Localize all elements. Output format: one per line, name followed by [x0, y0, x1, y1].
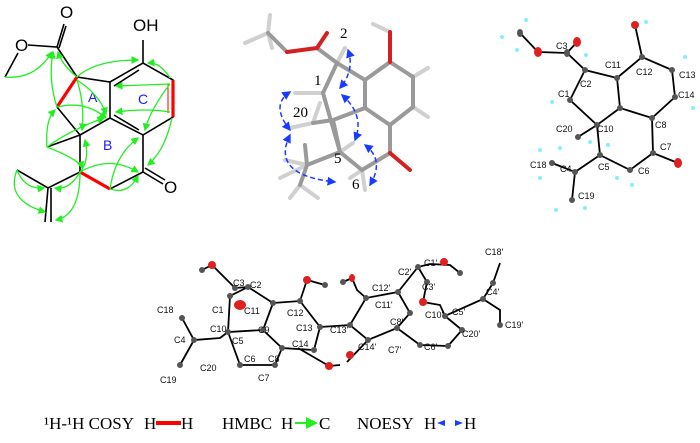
legend-hmbc-label: HMBC	[222, 414, 272, 433]
dimer-label-c5: C5	[232, 336, 244, 346]
dimer-label-c1p: C1'	[424, 258, 438, 268]
noesy-label-20: 20	[293, 105, 308, 121]
ortep-label-c5: C5	[598, 162, 610, 172]
dimer-label-c1: C1	[212, 305, 224, 315]
ortep-label-c2: C2	[580, 79, 592, 89]
dimer-label-c13p: C13'	[330, 325, 349, 335]
carbonyl-oxygen-label: O	[60, 3, 73, 22]
ortep-label-c11: C11	[605, 60, 621, 70]
dimer-label-c2: C2	[250, 280, 262, 290]
ketone-oxygen-label: O	[164, 178, 177, 197]
dimer-label-c20: C20	[200, 363, 217, 373]
dimer-label-c2p: C2'	[398, 267, 412, 277]
ring-label-c: C	[138, 91, 148, 107]
dimer-label-c20p: C20'	[462, 329, 481, 339]
dimer-label-c5p: C5'	[452, 307, 466, 317]
dimer-label-c11: C11	[244, 306, 260, 316]
dimer-label-c14: C14	[292, 339, 309, 349]
legend-noesy-h2: H	[464, 414, 476, 433]
dimer-label-c4p: C4'	[486, 287, 500, 297]
ester-oxygen-label: O	[15, 36, 28, 55]
ortep-label-c13: C13	[679, 70, 696, 80]
dimer-label-c19: C19	[160, 375, 177, 385]
legend-hmbc-c: C	[319, 414, 330, 433]
skeleton-bonds	[4, 23, 175, 223]
dimer-label-c13: C13	[296, 323, 313, 333]
dimer-label-c8p: C8'	[390, 317, 404, 327]
dimer-label-c6: C6	[244, 354, 256, 364]
dimer-label-c4: C4	[174, 335, 186, 345]
legend-cosy-h2: H	[181, 414, 193, 433]
cosy-bond-h1-h2	[55, 76, 79, 108]
ortep-dimer-panel: C3 C2 C1 C11 C18 C10 C4 C5 C9 C12 C13 C1…	[157, 247, 524, 385]
ortep-label-c18: C18	[530, 160, 547, 170]
ortep-label-c10: C10	[597, 124, 614, 134]
legend-noesy-arrow-icon	[437, 420, 463, 426]
dimer-label-c7p: C7'	[388, 345, 402, 355]
legend-cosy-label: ¹H-¹H COSY	[44, 414, 134, 433]
structure-2d-panel: O O OH O A B C	[4, 3, 177, 223]
legend-hmbc-h: H	[281, 414, 293, 433]
legend-noesy-label: NOESY	[357, 414, 414, 433]
dimer-label-c3p: C3'	[422, 282, 436, 292]
legend: ¹H-¹H COSY H H HMBC H C NOESY H H	[44, 414, 476, 433]
ortep-monomer-panel: C3 C2 C1 C11 C12 C13 C14 C8 C10 C20 C18 …	[500, 18, 696, 212]
ortep-label-c7: C7	[660, 142, 672, 152]
noesy-model-panel: 2 1 20 5 6	[243, 13, 430, 200]
ortep-label-c20: C20	[556, 124, 573, 134]
hmbc-correlations	[4, 50, 173, 223]
ortep-label-c12: C12	[636, 67, 653, 77]
noesy-label-1: 1	[314, 73, 322, 89]
noesy-correlations	[279, 48, 378, 187]
dimer-label-c9: C9	[258, 325, 270, 335]
ortep-label-c8: C8	[655, 120, 667, 130]
ortep-label-c14: C14	[678, 90, 695, 100]
ring-label-b: B	[103, 137, 112, 153]
dimer-label-c11p: C11'	[375, 300, 393, 310]
dimer-label-c12: C12	[287, 308, 304, 318]
ortep-label-c4: C4	[560, 164, 572, 174]
ortep-label-c6: C6	[638, 166, 650, 176]
noesy-label-2: 2	[340, 26, 348, 42]
ortep-label-c3: C3	[556, 41, 568, 51]
dimer-label-c8: C8	[268, 354, 280, 364]
dimer-label-c18p: C18'	[485, 247, 504, 257]
noesy-label-5: 5	[334, 151, 342, 167]
ortep-label-c19: C19	[578, 191, 595, 201]
cosy-bond-h5-h6	[79, 170, 111, 191]
ring-label-a: A	[88, 89, 98, 105]
dimer-label-c12p: C12'	[372, 283, 391, 293]
dimer-label-c7: C7	[258, 373, 270, 383]
dimer-label-c14p: C14'	[358, 342, 377, 352]
hydroxyl-label: OH	[133, 16, 159, 35]
legend-cosy-h1: H	[144, 414, 156, 433]
noesy-label-6: 6	[352, 177, 360, 193]
dimer-label-c10p: C10'	[425, 310, 444, 320]
dimer-label-c18: C18	[157, 305, 174, 315]
dimer-label-c3: C3	[233, 278, 245, 288]
dimer-label-c19p: C19'	[505, 320, 524, 330]
legend-noesy-h1: H	[424, 414, 436, 433]
dimer-label-c6p: C6'	[424, 342, 438, 352]
dimer-label-c10: C10	[210, 324, 227, 334]
ortep-label-c1: C1	[558, 89, 570, 99]
